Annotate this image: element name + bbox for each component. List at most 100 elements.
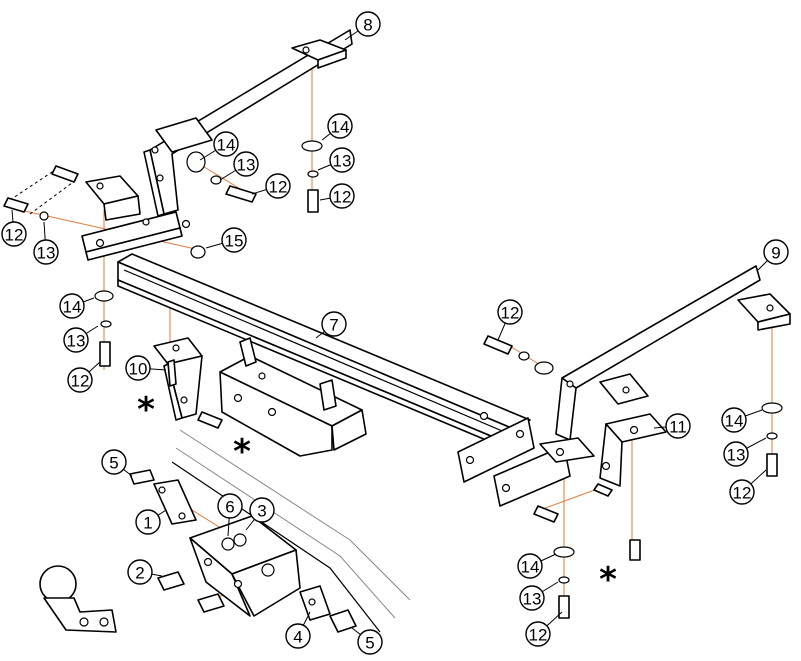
fasteners <box>3 140 783 619</box>
callout-c13f: 13 <box>519 585 545 611</box>
callout-c11: 11 <box>665 413 691 439</box>
callout-number: 14 <box>521 558 540 577</box>
right-side-arm <box>555 265 791 441</box>
callout-c12c: 12 <box>265 173 291 199</box>
callout-c14c: 14 <box>327 113 353 139</box>
callout-circle <box>665 413 691 439</box>
callout-number: 14 <box>217 136 236 155</box>
callout-circle <box>723 441 749 467</box>
callout-number: 8 <box>363 16 372 35</box>
callout-c4: 4 <box>285 623 311 649</box>
callout-c10: 10 <box>125 355 151 381</box>
callout-circle <box>265 173 291 199</box>
star-markers: * * * <box>137 390 617 600</box>
callout-circle <box>329 183 355 209</box>
callout-number: 13 <box>237 156 256 175</box>
callout-c2: 2 <box>127 559 153 585</box>
callout-c12g: 12 <box>525 621 551 647</box>
callout-circle <box>327 113 353 139</box>
callout-c14b: 14 <box>213 131 239 157</box>
callout-c9: 9 <box>763 239 789 265</box>
callout-circle <box>63 327 89 353</box>
main-cross-beam <box>117 253 531 451</box>
callout-c8: 8 <box>355 11 381 37</box>
callout-circle <box>1 221 27 247</box>
callout-circle <box>249 497 275 523</box>
callout-number: 2 <box>135 564 144 583</box>
callout-circle <box>355 11 381 37</box>
left-bracket <box>153 337 203 421</box>
right-mounting-plates <box>457 411 595 507</box>
callout-circle <box>125 355 151 381</box>
callout-circle <box>127 559 153 585</box>
callout-c12e: 12 <box>729 479 755 505</box>
callout-c5b: 5 <box>357 629 383 655</box>
callout-circle <box>721 407 747 433</box>
dashed-tie <box>9 167 59 201</box>
callout-number: 12 <box>71 372 90 391</box>
callout-number: 15 <box>225 232 244 251</box>
callout-circle <box>321 311 347 337</box>
callout-c12a: 12 <box>1 221 27 247</box>
callout-circle <box>729 479 755 505</box>
center-receiver <box>219 337 367 457</box>
callout-number: 13 <box>523 590 542 609</box>
dashed-tie <box>29 179 77 215</box>
callout-c6: 6 <box>217 493 243 519</box>
callout-number: 14 <box>63 298 82 317</box>
callout-c7: 7 <box>321 311 347 337</box>
callout-number: 13 <box>727 446 746 465</box>
callout-number: 5 <box>109 454 118 473</box>
callout-c13d: 13 <box>329 147 355 173</box>
callout-circle <box>67 367 93 393</box>
callout-number: 12 <box>333 188 352 207</box>
callout-number: 12 <box>269 178 288 197</box>
callout-number: 14 <box>725 412 744 431</box>
callout-number: 12 <box>529 626 548 645</box>
callout-circle <box>233 151 259 177</box>
callout-number: 12 <box>501 304 520 323</box>
star-marker: * <box>599 560 617 600</box>
callout-circle <box>519 585 545 611</box>
callout-circle <box>329 147 355 173</box>
callout-circle <box>221 227 247 253</box>
callout-bubbles: 8971510111234556121314131214131214131214… <box>1 11 789 655</box>
callout-c5a: 5 <box>101 449 127 475</box>
callout-circle <box>217 493 243 519</box>
guide-line <box>539 487 601 511</box>
callout-number: 4 <box>293 628 302 647</box>
callout-c15: 15 <box>221 227 247 253</box>
star-marker: * <box>137 390 155 430</box>
callout-number: 6 <box>225 498 234 517</box>
callout-number: 3 <box>257 502 266 521</box>
callout-c12b: 12 <box>67 367 93 393</box>
callout-c14d: 14 <box>721 407 747 433</box>
callout-c3: 3 <box>249 497 275 523</box>
callout-c13e: 13 <box>723 441 749 467</box>
callout-c12d: 12 <box>329 183 355 209</box>
callout-c12f: 12 <box>497 299 523 325</box>
callout-circle <box>33 239 59 265</box>
callout-circle <box>763 239 789 265</box>
callout-c13c: 13 <box>233 151 259 177</box>
callout-c13b: 13 <box>63 327 89 353</box>
callout-c1: 1 <box>135 509 161 535</box>
tow-plate-assembly <box>129 469 357 633</box>
callout-circle <box>357 629 383 655</box>
callout-number: 5 <box>365 634 374 653</box>
callout-number: 13 <box>67 332 86 351</box>
callout-number: 14 <box>331 118 350 137</box>
left-side-arm <box>81 29 353 261</box>
callout-number: 9 <box>771 244 780 263</box>
callout-circle <box>101 449 127 475</box>
callout-number: 13 <box>37 244 56 263</box>
callout-number: 13 <box>333 152 352 171</box>
callout-number: 12 <box>733 484 752 503</box>
callout-c14e: 14 <box>517 553 543 579</box>
star-marker: * <box>233 432 251 472</box>
callout-circle <box>497 299 523 325</box>
right-bracket <box>599 413 667 487</box>
callout-number: 1 <box>143 514 152 533</box>
